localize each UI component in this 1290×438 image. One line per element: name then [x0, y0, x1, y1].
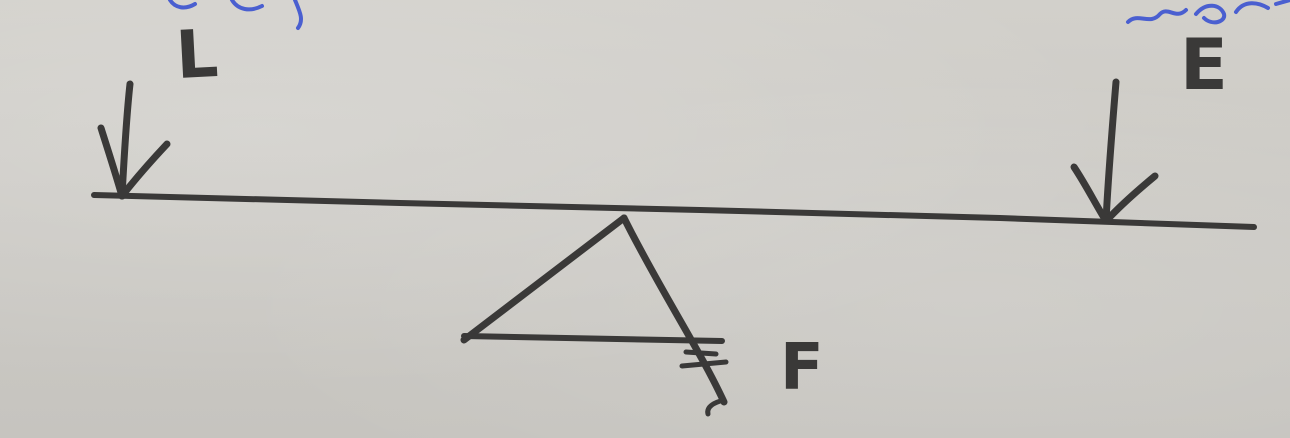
load-arrow: [97, 80, 171, 200]
effort-label: E: [1180, 24, 1228, 106]
blue-scribble-top-left: [168, 0, 304, 30]
fulcrum-label: F: [780, 331, 824, 405]
load-label: L: [173, 14, 221, 95]
effort-arrow: [1070, 78, 1159, 225]
fulcrum-triangle: [460, 214, 729, 417]
lever-beam: [91, 192, 1257, 230]
blue-scribble-top-right: [1126, 0, 1290, 25]
